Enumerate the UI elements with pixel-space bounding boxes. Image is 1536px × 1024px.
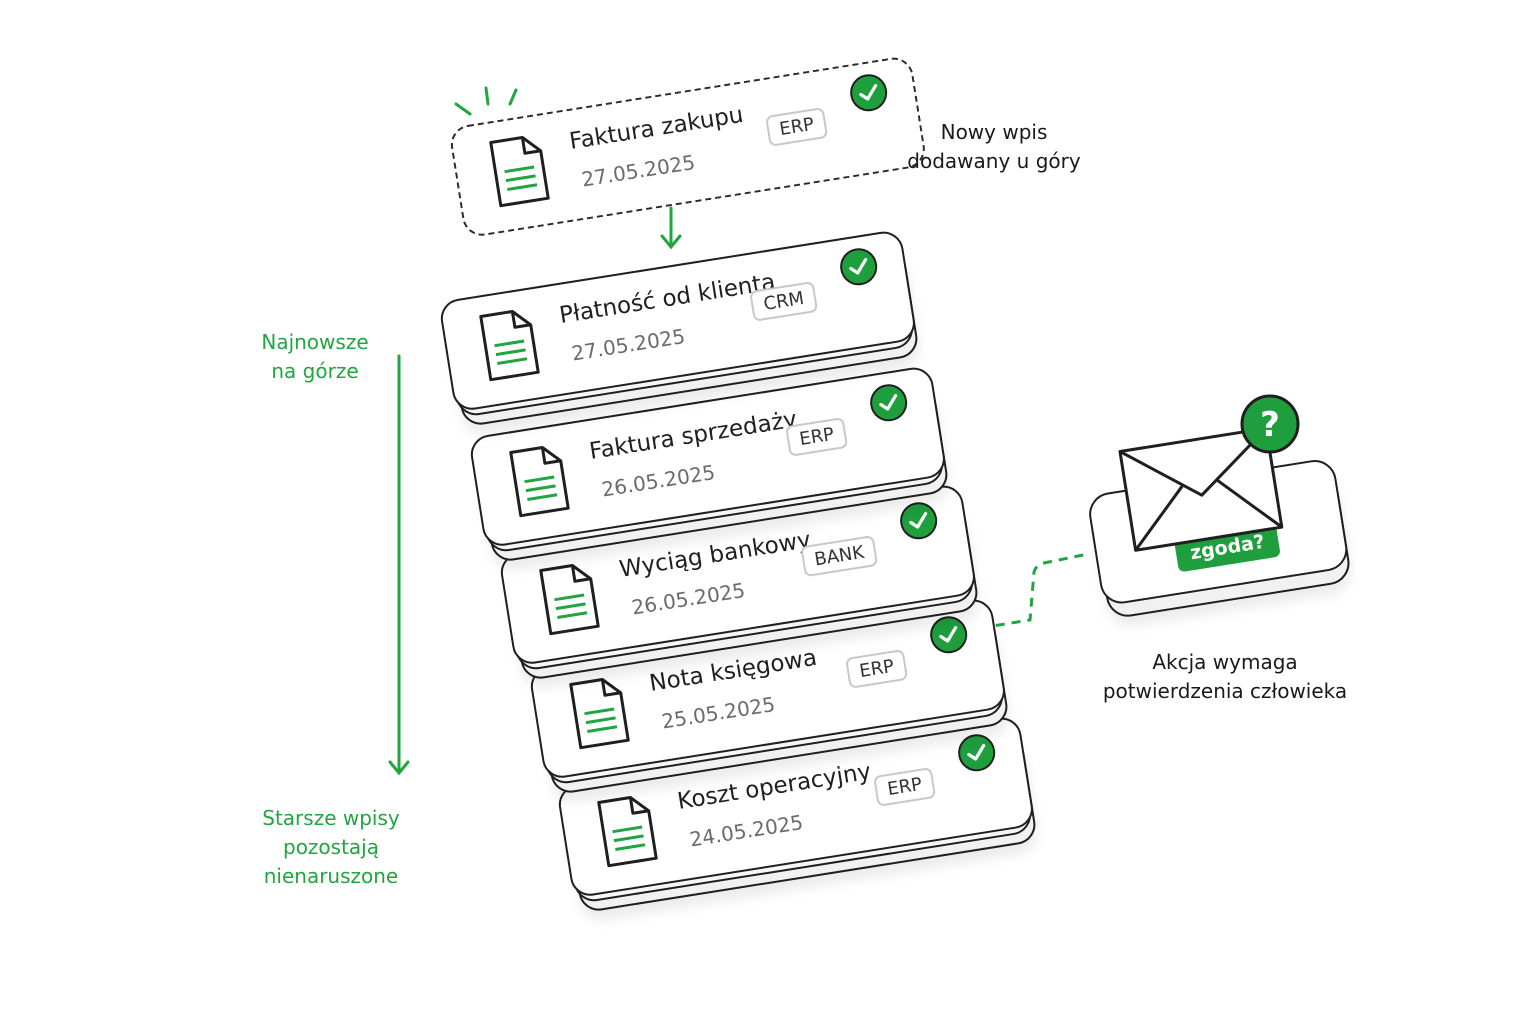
question-badge-icon: ?: [1240, 394, 1300, 454]
document-icon: [479, 309, 540, 382]
approval-caption-line2: potwierdzenia człowieka: [1102, 679, 1348, 703]
check-icon: [870, 384, 908, 422]
sparkle-icon: [454, 86, 518, 116]
timeline-bottom-line1: Starsze wpisy: [262, 806, 400, 830]
document-icon: [509, 445, 570, 518]
document-icon: [597, 795, 658, 868]
timeline-top-line2: na górze: [271, 359, 359, 383]
check-icon: [930, 616, 968, 654]
document-icon: [539, 563, 600, 636]
new-entry-card: Faktura zakupu 27.05.2025 ERP: [448, 54, 928, 239]
insert-arrow: [660, 206, 682, 250]
check-icon: [900, 502, 938, 540]
timeline-bottom-caption: Starsze wpisy pozostają nienaruszone: [236, 804, 426, 891]
timeline-arrow: [388, 354, 410, 776]
timeline-bottom-line3: nienaruszone: [263, 864, 399, 888]
approval-caption-line1: Akcja wymaga: [1152, 650, 1298, 674]
check-icon: [958, 734, 996, 772]
check-icon: [840, 248, 878, 286]
approval-connector: [979, 552, 1089, 630]
timeline-top-line1: Najnowsze: [261, 330, 369, 354]
new-entry-caption-line2: dodawany u góry: [907, 149, 1081, 173]
timeline-bottom-line2: pozostają: [283, 835, 379, 859]
question-badge-symbol: ?: [1260, 405, 1280, 445]
envelope-icon: ?: [1118, 394, 1300, 552]
timeline-top-caption: Najnowsze na górze: [240, 328, 390, 386]
approval-caption: Akcja wymaga potwierdzenia człowieka: [1090, 648, 1360, 706]
document-icon: [489, 135, 550, 208]
new-entry-caption: Nowy wpis dodawany u góry: [900, 118, 1088, 176]
new-entry-caption-line1: Nowy wpis: [940, 120, 1048, 144]
document-icon: [569, 677, 630, 750]
check-icon: [850, 74, 888, 112]
